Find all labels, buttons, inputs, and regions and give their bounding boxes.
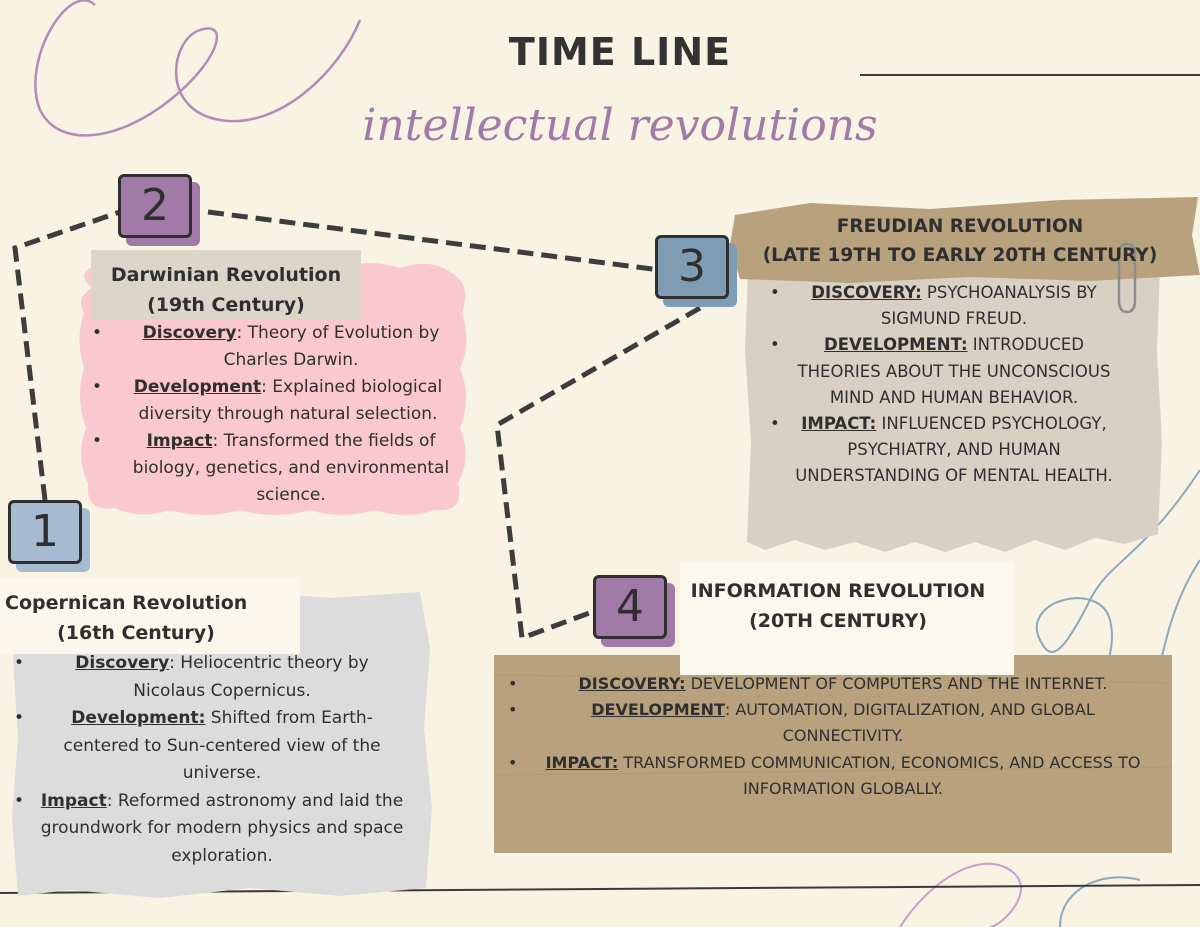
list-item: • IMPACT: TRANSFORMED COMMUNICATION, ECON… [508,750,1158,802]
darwin-title-card [91,250,361,320]
page-subtitle: intellectual revolutions [362,100,878,151]
event-1-points: • Discovery: Heliocentric theory by Nicol… [14,650,414,870]
point-key: DISCOVERY: [811,283,922,302]
copernicus-title-card [0,578,300,654]
bullet: • [92,431,103,451]
event-2-points: • Discovery: Theory of Evolution by Charl… [92,320,464,509]
bullet: • [14,708,25,728]
point-key: DEVELOPMENT [591,700,725,720]
info-title-card [680,563,1014,675]
point-key: IMPACT: [545,752,619,772]
point-text: Heliocentric theory by Nicolaus Copernic… [133,653,369,701]
event-3-period: (LATE 19TH TO EARLY 20TH CENTURY) [762,245,1158,266]
point-sep: : [236,323,243,343]
list-item: • Impact: Transformed the fields of biolo… [92,428,464,509]
bullet: • [92,377,103,397]
list-item: • DEVELOPMENT: AUTOMATION, DIGITALIZATION… [508,697,1158,749]
point-sep: : [169,653,175,673]
bullet: • [92,323,103,343]
list-item: • DISCOVERY: PSYCHOANALYSIS BY SIGMUND FR… [770,280,1120,332]
bullet: • [14,790,25,811]
list-item: • Discovery: Heliocentric theory by Nicol… [14,650,414,705]
kraft-panel [494,655,1172,853]
list-item: • Impact: Reformed astronomy and laid the… [14,788,414,871]
point-text: INTRODUCED THEORIES ABOUT THE UNCONSCIOU… [797,335,1111,407]
event-4-title: INFORMATION REVOLUTION [690,580,986,602]
list-item: • Development: Explained biological diver… [92,374,464,428]
bullet: • [770,414,780,434]
bullet: • [14,653,25,673]
event-3-title: FREUDIAN REVOLUTION [836,216,1084,237]
point-text: AUTOMATION, DIGITALIZATION, AND GLOBAL C… [730,700,1095,746]
point-key: Development [133,377,262,397]
point-text: Theory of Evolution by Charles Darwin. [223,323,440,370]
event-2-title: Darwinian Revolution [110,264,342,286]
point-text: Explained biological diversity through n… [138,377,443,424]
point-key: IMPACT: [801,414,877,434]
point-sep: : [106,790,113,811]
kraft-header-strip [730,197,1200,283]
event-1-period: (16th Century) [57,622,215,644]
point-text: Reformed astronomy and laid the groundwo… [40,790,404,866]
list-item: • Development: Shifted from Earth-centere… [14,705,414,788]
point-text: PSYCHOANALYSIS BY SIGMUND FREUD. [880,283,1097,329]
paper-torn-panel [745,262,1162,552]
bullet: • [770,283,780,302]
point-key: Discovery [142,323,237,343]
point-sep: : [261,377,267,397]
point-key: Impact [146,431,213,451]
bullet: • [508,674,518,693]
page-title: TIME LINE [508,30,732,74]
event-4-number: 4 [593,575,667,639]
event-2-period: (19th Century) [147,294,305,316]
list-item: • DISCOVERY: DEVELOPMENT OF COMPUTERS AND… [508,671,1158,697]
event-3-number: 3 [655,235,729,299]
bullet: • [508,700,518,720]
list-item: • DEVELOPMENT: INTRODUCED THEORIES ABOUT … [770,332,1120,411]
point-key: DEVELOPMENT: [824,335,968,355]
event-1-number: 1 [8,500,82,564]
event-2-number: 2 [118,174,192,238]
event-3-points: • DISCOVERY: PSYCHOANALYSIS BY SIGMUND FR… [770,280,1120,490]
point-key: Discovery [75,653,170,673]
event-4-period: (20TH CENTURY) [749,610,927,632]
freud-title: FREUDIAN REVOLUTION (LATE 19TH TO EARLY … [740,212,1180,270]
point-text: Shifted from Earth-centered to Sun-cente… [63,708,381,783]
paperclip-icon [1117,242,1137,314]
point-key: Development: [71,708,206,728]
point-sep: : [724,700,731,720]
list-item: • IMPACT: INFLUENCED PSYCHOLOGY, PSYCHIAT… [770,411,1120,490]
bullet: • [770,335,780,355]
point-text: DEVELOPMENT OF COMPUTERS AND THE INTERNE… [685,674,1108,693]
point-text: TRANSFORMED COMMUNICATION, ECONOMICS, AN… [618,752,1141,798]
event-4-points: • DISCOVERY: DEVELOPMENT OF COMPUTERS AND… [508,671,1158,802]
event-1-title: Copernican Revolution [5,592,248,614]
copernicus-title: Copernican Revolution (16th Century) [5,588,267,648]
pink-cloud-panel [79,261,467,515]
darwin-title: Darwinian Revolution (19th Century) [91,260,361,320]
point-key: Impact [40,790,107,811]
info-title: INFORMATION REVOLUTION (20TH CENTURY) [676,576,1000,636]
point-text: INFLUENCED PSYCHOLOGY, PSYCHIATRY, AND H… [795,414,1113,486]
gray-torn-panel [12,590,432,898]
point-sep: : [212,431,219,451]
point-text: Transformed the fields of biology, genet… [132,431,450,505]
bullet: • [508,752,518,772]
list-item: • Discovery: Theory of Evolution by Charl… [92,320,464,374]
point-key: DISCOVERY: [578,674,686,693]
